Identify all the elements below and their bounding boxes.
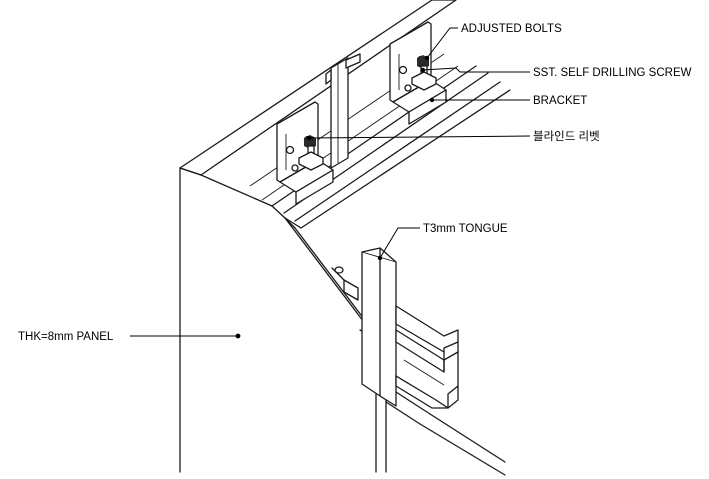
leader-lines xyxy=(130,27,531,339)
tongue-plate xyxy=(361,247,397,407)
bracket-left xyxy=(276,101,334,205)
rivet-hole-icon xyxy=(285,145,295,155)
panel-top-surface xyxy=(179,0,457,219)
label-tongue: T3mm TONGUE xyxy=(423,223,508,235)
label-panel: THK=8mm PANEL xyxy=(18,331,114,343)
panel-clip xyxy=(331,266,359,301)
side-channel xyxy=(395,305,459,409)
label-bracket: BRACKET xyxy=(533,95,587,107)
panel-return-flange xyxy=(385,391,506,476)
label-self-drilling-screw: SST. SELF DRILLING SCREW xyxy=(533,67,692,79)
wall-stiffener xyxy=(325,53,361,169)
label-adjusted-bolts: ADJUSTED BOLTS xyxy=(461,23,562,35)
bracket-right xyxy=(389,21,447,125)
label-blind-rivet: 블라인드 리벳 xyxy=(533,130,600,143)
panel-front-face xyxy=(179,167,387,473)
